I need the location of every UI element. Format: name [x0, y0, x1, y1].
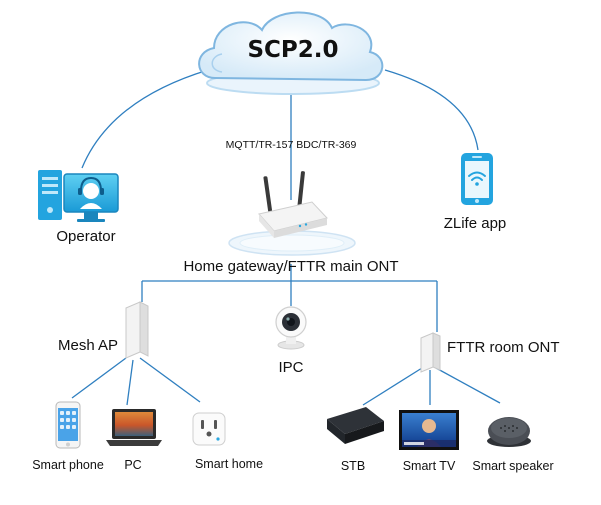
line-fttr-stb	[362, 367, 423, 406]
line-mesh-pc	[126, 359, 134, 406]
smart-speaker-icon	[487, 417, 531, 447]
device-label-stb: STB	[340, 459, 366, 473]
smartphone-icon	[55, 401, 81, 449]
gateway-label: Home gateway/FTTR main ONT	[183, 258, 399, 275]
device-label-pc: PC	[124, 458, 142, 472]
set-top-box-icon	[327, 407, 384, 444]
home-gateway-icon	[228, 171, 356, 256]
device-label-smart-speaker: Smart speaker	[472, 459, 554, 473]
connection-lines	[71, 69, 501, 406]
operator-label: Operator	[56, 228, 116, 245]
protocol-label: MQTT/TR-157 BDC/TR-369	[225, 139, 357, 151]
fttr-room-ont-label: FTTR room ONT	[447, 339, 560, 356]
operator-icon	[38, 170, 119, 222]
cloud-icon	[198, 11, 384, 95]
line-mesh-home	[139, 357, 201, 403]
smart-plug-icon	[192, 412, 226, 446]
mesh-ap-icon	[125, 301, 149, 359]
zlife-label: ZLife app	[443, 215, 507, 232]
device-label-smart-tv: Smart TV	[402, 459, 456, 473]
line-cloud-zlife	[384, 69, 479, 151]
zlife-phone-icon	[461, 153, 493, 205]
ipc-label: IPC	[278, 359, 304, 376]
device-label-smart-home: Smart home	[194, 457, 264, 471]
ipc-camera-icon	[275, 306, 307, 350]
line-gateway-bus	[142, 264, 437, 282]
wifi-icon	[468, 171, 486, 181]
laptop-icon	[106, 409, 162, 446]
mesh-ap-label: Mesh AP	[58, 337, 119, 354]
smart-tv-icon	[399, 410, 459, 450]
cloud-title: SCP2.0	[247, 37, 339, 63]
line-mesh-phone	[71, 357, 127, 399]
device-label-smart-phone: Smart phone	[32, 458, 104, 472]
line-cloud-operator	[81, 69, 209, 169]
fttr-room-ont-icon	[420, 332, 441, 373]
line-fttr-speaker	[435, 367, 501, 404]
